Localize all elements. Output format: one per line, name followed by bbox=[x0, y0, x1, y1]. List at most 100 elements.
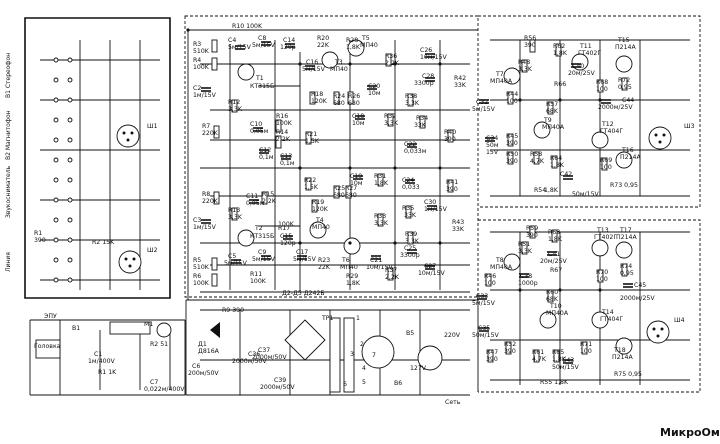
transistor-symbol bbox=[615, 241, 633, 259]
label-t3: T3 bbox=[334, 59, 343, 66]
label-c34: C34 bbox=[486, 135, 498, 142]
label-r20: R20 bbox=[317, 35, 329, 42]
transistor-symbol bbox=[343, 237, 361, 255]
transistor-symbol bbox=[321, 51, 339, 69]
switch-contact bbox=[67, 277, 73, 283]
resistor-symbol bbox=[621, 77, 628, 91]
label-c28v: 3300р bbox=[414, 80, 434, 87]
label-c45: C45 bbox=[634, 282, 646, 289]
label-n5: 5 bbox=[362, 379, 366, 386]
label-r44v: 100 bbox=[506, 98, 518, 105]
label-c21v: 10м/15V bbox=[366, 264, 393, 271]
label-c20: C20 bbox=[368, 83, 380, 90]
label-c42: C42 bbox=[560, 171, 572, 178]
label-r31: R31 bbox=[374, 173, 386, 180]
label-c20v: 10м bbox=[368, 90, 381, 97]
label-r65: R65 bbox=[552, 349, 564, 356]
label-r3v: 510K bbox=[193, 48, 210, 55]
junction-dot bbox=[298, 241, 302, 245]
label-bridge: Д2-Д5 Д242Б bbox=[282, 290, 325, 297]
label-d1v: Д816А bbox=[198, 348, 220, 355]
label-c3v: 1м/15V bbox=[193, 224, 217, 231]
label-r41v: 390 bbox=[446, 186, 458, 193]
switch-contact bbox=[53, 97, 59, 103]
label-r61: R61 bbox=[532, 349, 544, 356]
label-r11: R11 bbox=[250, 271, 262, 278]
socket-pin bbox=[662, 133, 666, 137]
label-c45v: 2000м/25V bbox=[620, 295, 655, 302]
switch-contact bbox=[67, 237, 73, 243]
label-r64: R64 bbox=[550, 155, 562, 162]
label-r7: R7 bbox=[202, 123, 210, 130]
label-c9: C9 bbox=[258, 249, 266, 256]
resistor-symbol bbox=[447, 179, 454, 193]
label-r44: R44 bbox=[506, 91, 518, 98]
label-t11v: ГТ402Г bbox=[578, 50, 601, 57]
resistor-symbol bbox=[211, 257, 218, 271]
label-r34v: 33K bbox=[414, 122, 427, 129]
resistor-symbol bbox=[333, 91, 340, 105]
label-c11: C11 bbox=[246, 193, 258, 200]
label-c8v: 5м/15V bbox=[252, 42, 276, 49]
socket-symbol bbox=[648, 126, 672, 150]
label-c16: C16 bbox=[306, 59, 318, 66]
label-r4v: 100K bbox=[193, 64, 210, 71]
label-t6: T6 bbox=[341, 257, 350, 264]
label-r66: R66 bbox=[554, 81, 566, 88]
label-head: Головка bbox=[34, 343, 61, 350]
label-c35: C35 bbox=[478, 325, 490, 332]
resistor-symbol bbox=[521, 59, 528, 73]
transistor-symbol bbox=[591, 239, 609, 257]
label-t8: T8 bbox=[495, 257, 504, 264]
label-r63v: 1,8K bbox=[548, 236, 563, 243]
junction-dot bbox=[348, 166, 352, 170]
label-r56v: 390 bbox=[524, 42, 536, 49]
label-c16v: 5м/15V bbox=[302, 66, 326, 73]
resistor-symbol bbox=[347, 91, 354, 105]
label-c19v: 10м bbox=[350, 180, 363, 187]
label-r51v: 3,3K bbox=[518, 248, 533, 255]
label-r64v: 1,8K bbox=[550, 162, 565, 169]
label-r35v: 33K bbox=[404, 212, 417, 219]
transformer-core bbox=[329, 317, 341, 393]
label-r29: R29 bbox=[346, 273, 358, 280]
transistor-symbol bbox=[571, 53, 589, 71]
label-t2: T2 bbox=[254, 225, 263, 232]
switch-contact bbox=[67, 97, 73, 103]
transistor-symbol bbox=[615, 55, 633, 73]
label-t9: T9 bbox=[543, 117, 552, 124]
label-r45: R45 bbox=[506, 133, 518, 140]
switch-contact bbox=[53, 237, 59, 243]
label-c15v: 120р bbox=[280, 240, 296, 247]
label-c10v: 0,05м bbox=[250, 128, 269, 135]
resistor-symbol bbox=[547, 289, 554, 303]
transistor-symbol bbox=[503, 253, 521, 271]
label-r51: R51 bbox=[518, 241, 530, 248]
label-r21: R21 bbox=[305, 131, 317, 138]
label-t7v: МП40А bbox=[490, 78, 513, 85]
label-c22: C22 bbox=[404, 141, 416, 148]
label-sh1: Ш1 bbox=[147, 123, 158, 130]
resistor-symbol bbox=[507, 91, 514, 105]
junction-dot bbox=[393, 166, 397, 170]
label-epu: ЭПУ bbox=[44, 313, 57, 320]
label-c25: C25 bbox=[404, 245, 416, 252]
label-r27: R27 bbox=[345, 185, 357, 192]
resistor-symbol bbox=[505, 341, 512, 355]
switch-contact bbox=[67, 137, 73, 143]
switch-v5 bbox=[417, 345, 443, 371]
label-r32v: 3,3K bbox=[384, 120, 399, 127]
resistor-symbol bbox=[521, 241, 528, 255]
label-r28v: 1,8K bbox=[346, 44, 361, 51]
label-c28: C28 bbox=[422, 73, 434, 80]
socket-pin bbox=[660, 327, 664, 331]
label-r13: R13 bbox=[228, 207, 240, 214]
label-r14: R14 bbox=[276, 129, 288, 136]
switch-contact bbox=[53, 57, 59, 63]
label-r38v: 3,3K bbox=[405, 100, 420, 107]
label-r35: R35 bbox=[402, 205, 414, 212]
label-r47v: 390 bbox=[486, 356, 498, 363]
label-r62v: 1,8K bbox=[553, 50, 568, 57]
label-c39v: 2000м/50V bbox=[260, 384, 295, 391]
resistor-symbol bbox=[261, 191, 268, 205]
